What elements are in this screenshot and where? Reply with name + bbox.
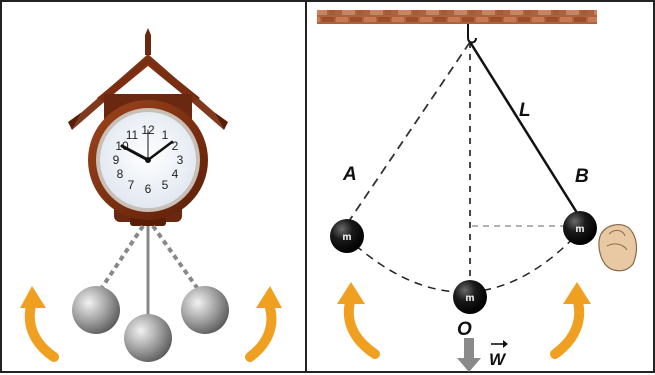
pendulum-ball-left xyxy=(72,286,120,334)
label-L: L xyxy=(519,100,531,121)
weight-arrow-icon xyxy=(457,338,481,372)
numeral-1: 1 xyxy=(162,128,169,142)
numeral-4: 4 xyxy=(172,167,179,181)
curved-arrow-up-right-icon xyxy=(245,286,282,362)
curved-arrow-up-right-icon xyxy=(550,282,591,359)
bob-O-label: m xyxy=(466,293,475,304)
weight-vector-label: W xyxy=(489,340,508,369)
numeral-7: 7 xyxy=(128,178,135,192)
numeral-11: 11 xyxy=(126,128,139,142)
clock-pendulum-rods xyxy=(97,224,202,318)
curved-arrow-up-left-icon xyxy=(337,282,380,359)
numeral-6: 6 xyxy=(145,182,152,196)
bob-B: m xyxy=(563,211,597,245)
pendulum-ball-center xyxy=(124,314,172,362)
numeral-5: 5 xyxy=(162,178,169,192)
ceiling xyxy=(317,10,597,24)
string-to-B xyxy=(468,41,581,217)
hand-icon xyxy=(598,224,638,272)
label-A: A xyxy=(342,164,357,185)
clock-hands xyxy=(120,129,174,163)
bob-A-label: m xyxy=(343,232,352,243)
bob-O: m xyxy=(453,280,487,314)
bob-B-label: m xyxy=(576,224,585,235)
bob-A: m xyxy=(330,219,364,253)
numeral-2: 2 xyxy=(172,139,179,153)
numeral-3: 3 xyxy=(177,153,184,167)
label-W: W xyxy=(489,350,507,369)
numeral-8: 8 xyxy=(117,167,124,181)
pendulum-diagram: m m m A B L O xyxy=(317,10,638,372)
pendulum-ball-right xyxy=(181,286,229,334)
label-O: O xyxy=(457,319,472,340)
diagram-panel: m m m A B L O xyxy=(305,0,655,373)
clock-drawing: 12 1 2 3 4 5 6 7 8 9 10 11 xyxy=(20,28,282,362)
curved-arrow-up-left-icon xyxy=(20,286,59,362)
vector-arrowhead-icon xyxy=(503,340,508,348)
clock-panel: 12 1 2 3 4 5 6 7 8 9 10 11 xyxy=(0,0,307,373)
pivot-hook-icon xyxy=(467,24,477,44)
numeral-9: 9 xyxy=(113,153,120,167)
label-B: B xyxy=(575,166,589,187)
string-to-A xyxy=(346,41,471,225)
